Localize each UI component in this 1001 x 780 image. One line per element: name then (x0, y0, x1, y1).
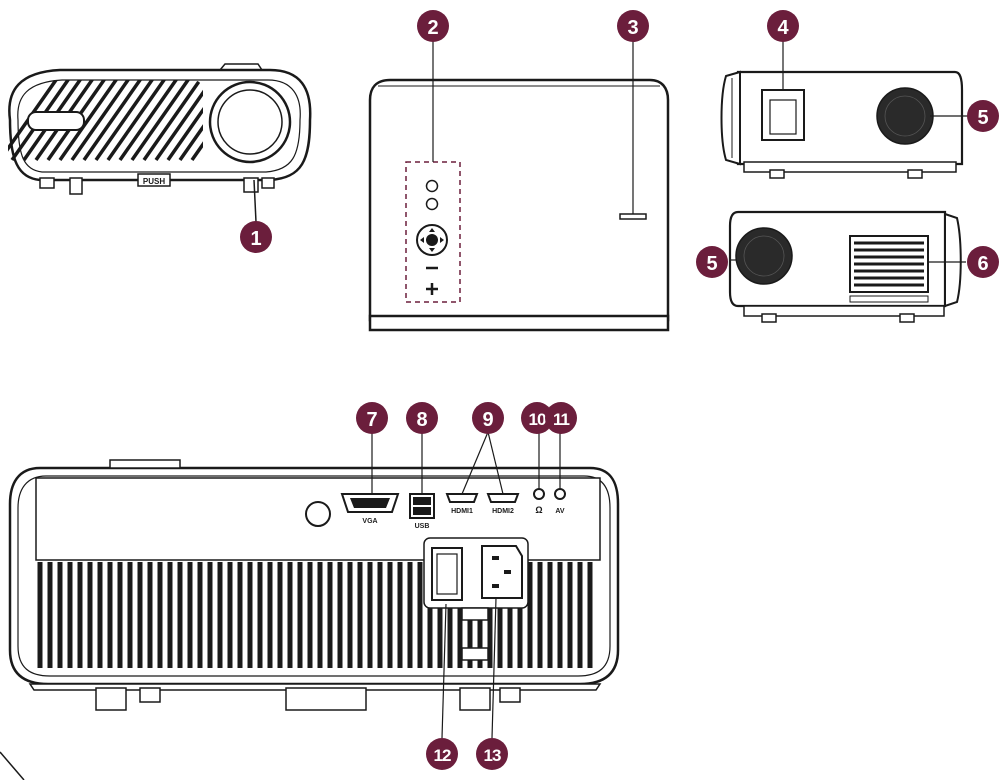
callout-4-number: 4 (777, 17, 789, 39)
hdmi1-port: HDMI1 (445, 493, 479, 515)
front-view: PUSH (8, 63, 312, 223)
callout-1-number: 1 (250, 228, 261, 250)
callout-13: 13 (476, 738, 508, 770)
callout-2-number: 2 (427, 17, 438, 39)
headphone-icon: Ω (535, 505, 542, 515)
av-port: AV (554, 488, 566, 515)
callout-10-number: 10 (529, 410, 546, 429)
callout-5-left: 5 (696, 246, 728, 278)
callout-9-number: 9 (482, 409, 493, 431)
callout-5-right: 5 (967, 100, 999, 132)
callout-5-right-number: 5 (977, 107, 988, 129)
callout-12-number: 12 (434, 746, 451, 765)
callout-7: 7 (356, 402, 388, 434)
callout-badges: 1 2 3 4 5 5 6 7 (240, 10, 999, 770)
top-view (368, 40, 670, 332)
callout-11: 11 (545, 402, 577, 434)
callout-13-number: 13 (484, 746, 501, 765)
plus-button-icon (426, 283, 438, 295)
source-button-icon (425, 197, 439, 211)
av-label: AV (555, 508, 565, 515)
callout-12: 12 (426, 738, 458, 770)
usb-label: USB (415, 523, 430, 530)
ir-receiver (305, 501, 331, 527)
callout-11-number: 11 (553, 410, 570, 429)
callout-6-number: 6 (977, 253, 988, 275)
callout-3-number: 3 (627, 17, 638, 39)
side-view-vent (728, 210, 966, 323)
headphone-port: Ω (533, 488, 545, 515)
front-lens (208, 80, 292, 164)
rear-view: VGA USB HDMI1 HDMI2 Ω AV (0, 431, 620, 780)
vga-label: VGA (362, 518, 377, 525)
callout-9: 9 (472, 402, 504, 434)
hdmi2-port: HDMI2 (486, 493, 520, 515)
hdmi1-label: HDMI1 (451, 508, 473, 515)
callout-1: 1 (240, 221, 272, 253)
callout-3: 3 (617, 10, 649, 42)
callout-8: 8 (406, 402, 438, 434)
power-socket (481, 545, 523, 599)
side-view-focus (720, 40, 968, 179)
push-label: PUSH (143, 177, 165, 186)
callout-5-left-number: 5 (706, 253, 717, 275)
vga-port: VGA (340, 493, 400, 525)
callout-6: 6 (967, 246, 999, 278)
top-indicator-slot (619, 213, 647, 220)
callout-4: 4 (767, 10, 799, 42)
front-vent-grille (8, 80, 203, 162)
callout-7-number: 7 (366, 409, 377, 431)
hdmi2-label: HDMI2 (492, 508, 514, 515)
callout-2: 2 (417, 10, 449, 42)
callout-10: 10 (521, 402, 553, 434)
power-button-icon (425, 179, 439, 193)
callout-8-number: 8 (416, 409, 427, 431)
power-switch (431, 547, 463, 601)
usb-port: USB (409, 493, 435, 530)
